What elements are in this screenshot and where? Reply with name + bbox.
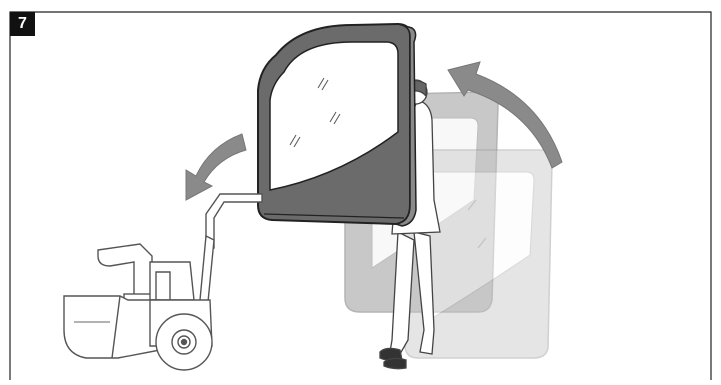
- step-number-badge: 7: [10, 12, 35, 36]
- snow-blower: [64, 194, 262, 370]
- cab-cover-main: [258, 24, 416, 226]
- rotate-left-arrow-icon: [186, 134, 246, 200]
